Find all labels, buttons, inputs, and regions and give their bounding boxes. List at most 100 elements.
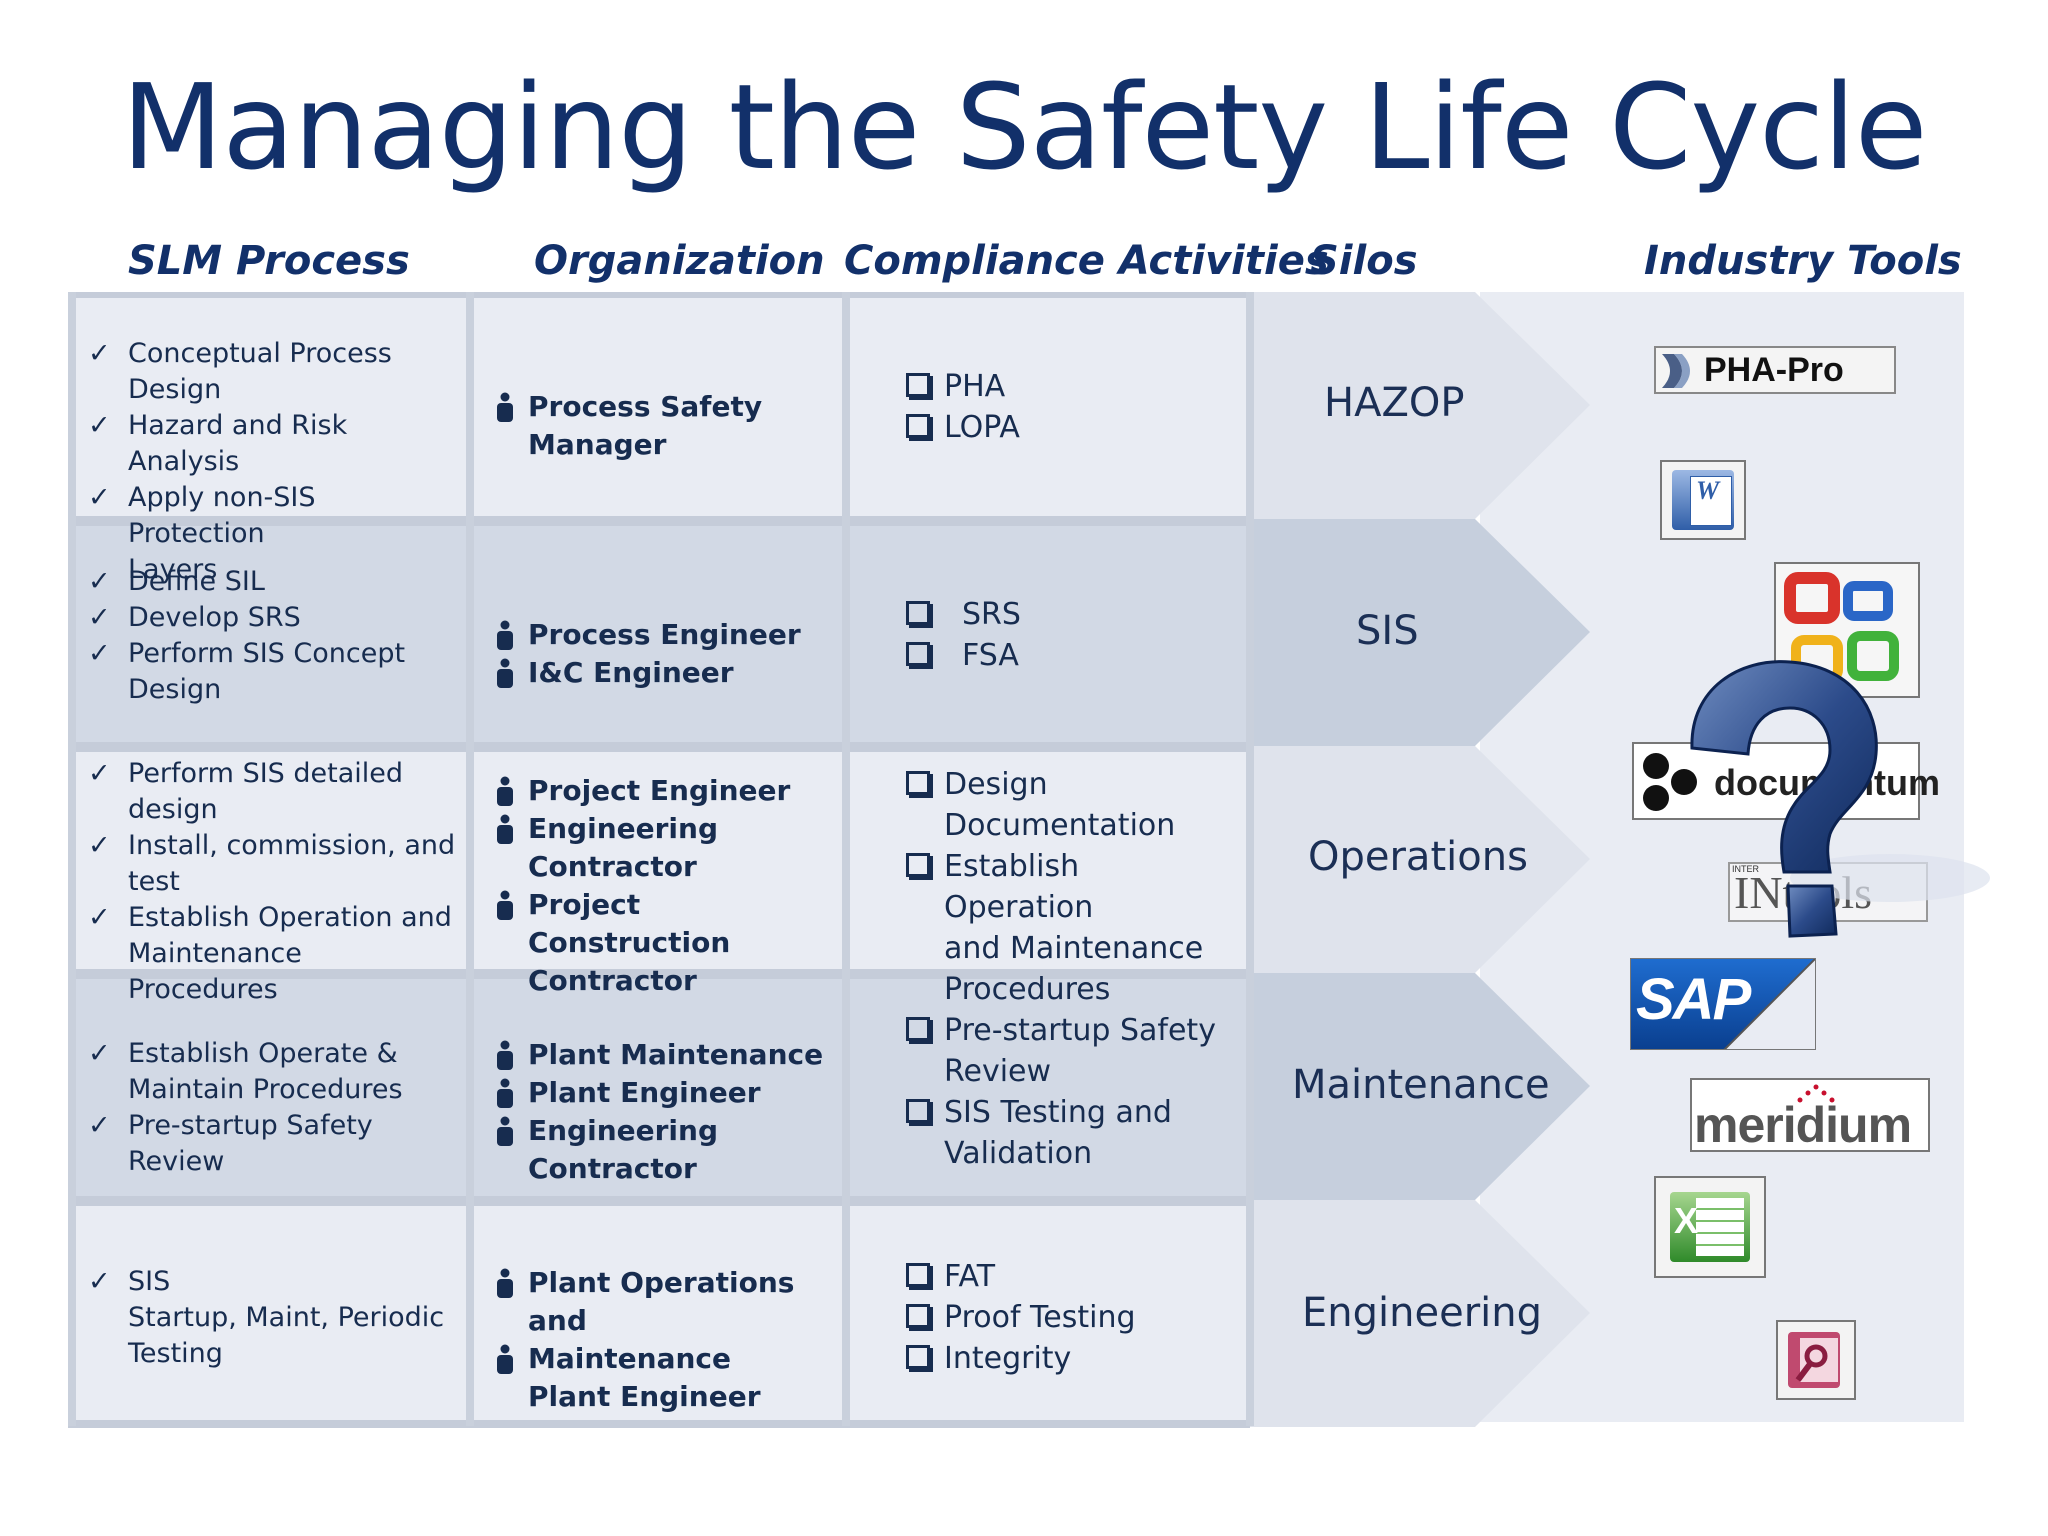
row-background-3 [68, 746, 1250, 973]
compliance-item: Integrity [906, 1338, 1236, 1379]
documentum-mark-icon [1643, 753, 1697, 811]
chevron-arrow-1 [1250, 292, 1590, 519]
person-icon [497, 1268, 513, 1298]
row-divider [68, 969, 1250, 979]
person-icon [497, 890, 513, 920]
check-icon: ✓ [88, 1038, 111, 1069]
org-item-text: Contractor [528, 964, 697, 997]
slm-item-text: Develop SRS [128, 602, 301, 633]
pha-pro-text: PHA-Pro [1704, 351, 1844, 389]
check-icon: ✓ [88, 410, 111, 441]
org-item-text: Plant Maintenance [528, 1038, 824, 1071]
compliance-item: LOPA [906, 407, 1236, 448]
org-item: I&C Engineer [492, 654, 842, 692]
org-cell-3: Project Engineer Engineering Contractor … [492, 772, 842, 1000]
row-background-4 [68, 973, 1250, 1200]
header-industry-tools: Industry Tools [1644, 238, 1962, 284]
silo-label-maintenance: Maintenance [1292, 1062, 1550, 1108]
compliance-item-text: SRS [962, 597, 1021, 632]
slm-item-text: SIS [128, 1266, 171, 1297]
compliance-item: Proof Testing [906, 1297, 1236, 1338]
compliance-item: PHA [906, 366, 1236, 407]
compliance-item-text: Validation [944, 1136, 1093, 1171]
check-icon: ✓ [88, 758, 111, 789]
compliance-item-text: Design [944, 767, 1048, 802]
org-item-text: I&C Engineer [528, 656, 734, 689]
slm-item: ✓Establish Operate &Maintain Procedures [88, 1036, 460, 1108]
org-cell-4: Plant Maintenance Plant Engineer Enginee… [492, 1036, 842, 1188]
person-icon [497, 814, 513, 844]
compliance-item-text: PHA [944, 369, 1006, 404]
excel-grid-icon [1696, 1198, 1744, 1256]
header-slm-process: SLM Process [128, 238, 410, 284]
row-background-2 [68, 519, 1250, 746]
checkbox-icon [906, 1345, 930, 1369]
sap-logo: SAP [1629, 957, 1819, 1051]
meridium-logo: meridium [1690, 1078, 1930, 1153]
org-item: Plant Engineer [492, 1074, 842, 1112]
org-cell-1: Process Safety Manager [492, 388, 842, 464]
access-key-icon [1788, 1332, 1840, 1388]
slide-title: Managing the Safety Life Cycle [121, 58, 1928, 196]
header-organization: Organization [534, 238, 825, 284]
office-icon [1784, 572, 1899, 683]
person-icon [497, 1116, 513, 1146]
checkbox-icon [906, 642, 930, 666]
check-icon: ✓ [88, 902, 111, 933]
row-divider [68, 1196, 1250, 1206]
silo-label-hazop: HAZOP [1324, 380, 1465, 426]
chevron-arrow-3 [1250, 746, 1590, 973]
check-icon: ✓ [88, 1266, 111, 1297]
compliance-cell-1: PHA LOPA [906, 366, 1236, 448]
person-icon [497, 392, 513, 422]
check-icon: ✓ [88, 638, 111, 669]
silo-label-sis: SIS [1356, 608, 1419, 654]
org-item-text: Process Safety Manager [528, 390, 763, 461]
compliance-item-text: FSA [962, 638, 1019, 673]
checkbox-icon [906, 1099, 930, 1123]
compliance-item-text: Establish Operation [944, 849, 1094, 925]
slm-item: ✓Hazard and Risk Analysis [88, 408, 460, 480]
checkbox-icon [906, 1263, 930, 1287]
compliance-item-text: LOPA [944, 410, 1020, 445]
org-item-text: Plant Engineer [528, 1380, 761, 1413]
row-divider [68, 292, 1250, 298]
org-item: Project Construction [492, 886, 842, 962]
chevron-arrow-5 [1250, 1200, 1590, 1427]
word-page-icon [1690, 476, 1732, 526]
org-item-text: Project Engineer [528, 774, 791, 807]
slm-item-text: Pre-startup Safety Review [128, 1110, 373, 1177]
compliance-item-text: Integrity [944, 1341, 1072, 1376]
row-divider [68, 1420, 1250, 1428]
compliance-item: FAT [906, 1256, 1236, 1297]
slm-item-text: Layers [128, 554, 218, 585]
excel-letter: X [1674, 1200, 1699, 1241]
row-background-5 [68, 1200, 1250, 1427]
org-item-text: Project Construction [528, 888, 731, 959]
slm-item-text: test [128, 866, 180, 897]
sap-text: SAP [1636, 967, 1751, 1032]
slm-item-text: Install, commission, and [128, 830, 456, 861]
checkbox-icon [906, 601, 930, 625]
compliance-item-text: Review [944, 1054, 1052, 1089]
meridium-text: meridium [1694, 1097, 1912, 1153]
org-item-text: Engineering Contractor [528, 812, 718, 883]
compliance-cell-5: FAT Proof Testing Integrity [906, 1256, 1236, 1379]
org-item: Engineering Contractor [492, 810, 842, 886]
person-icon [497, 1078, 513, 1108]
org-item: Process Safety Manager [492, 388, 842, 464]
check-icon: ✓ [88, 1110, 111, 1141]
person-icon [497, 776, 513, 806]
compliance-item-text: Documentation [944, 808, 1176, 843]
org-item-text: Plant Engineer [528, 1076, 761, 1109]
slm-item-text: Maintenance Procedures [128, 938, 302, 1005]
compliance-item-text: and Maintenance [944, 931, 1204, 966]
